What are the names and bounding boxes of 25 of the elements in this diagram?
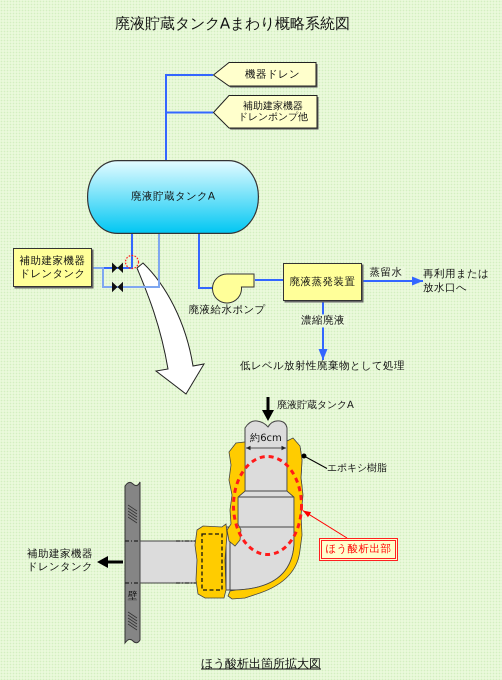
- edge-label: 濃縮廃液: [299, 314, 347, 328]
- flow-label: 補助建家機器ドレンタンク: [26, 548, 94, 574]
- leader-line: [302, 454, 328, 469]
- node-caption: 廃液給水ポンプ: [188, 304, 266, 318]
- flow-label: 廃液貯蔵タンクA: [277, 400, 354, 412]
- wall-label: 壁: [128, 590, 138, 604]
- process-box: 補助建家機器ドレンタンク: [13, 248, 92, 287]
- pipe-line: [165, 112, 213, 160]
- figure-caption: ほう酸析出箇所拡大図: [201, 656, 321, 672]
- pipe-line: [255, 279, 283, 281]
- leader-line: [302, 510, 348, 538]
- node-label: 廃液貯蔵タンクA: [130, 190, 216, 204]
- diagram-title: 廃液貯蔵タンクAまわり概略系統図: [114, 14, 350, 34]
- flow-arrow: [362, 276, 423, 286]
- pipe-line: [198, 234, 212, 289]
- node-label: 補助建家機器ドレンポンプ他: [237, 101, 309, 123]
- destination-label: 再利用または放水口へ: [423, 268, 495, 296]
- pipe-line: [92, 234, 160, 288]
- edge-label: 蒸留水: [368, 266, 404, 280]
- destination-label: 低レベル放射性廃棄物として処理: [240, 360, 405, 374]
- annotation-label: エポキシ樹脂: [327, 462, 387, 475]
- process-box: 廃液蒸発装置: [283, 263, 362, 301]
- node-label: 機器ドレン: [245, 68, 300, 82]
- callout-label: ほう酸析出部: [319, 538, 398, 561]
- dimension-label: 約6cm: [250, 433, 282, 446]
